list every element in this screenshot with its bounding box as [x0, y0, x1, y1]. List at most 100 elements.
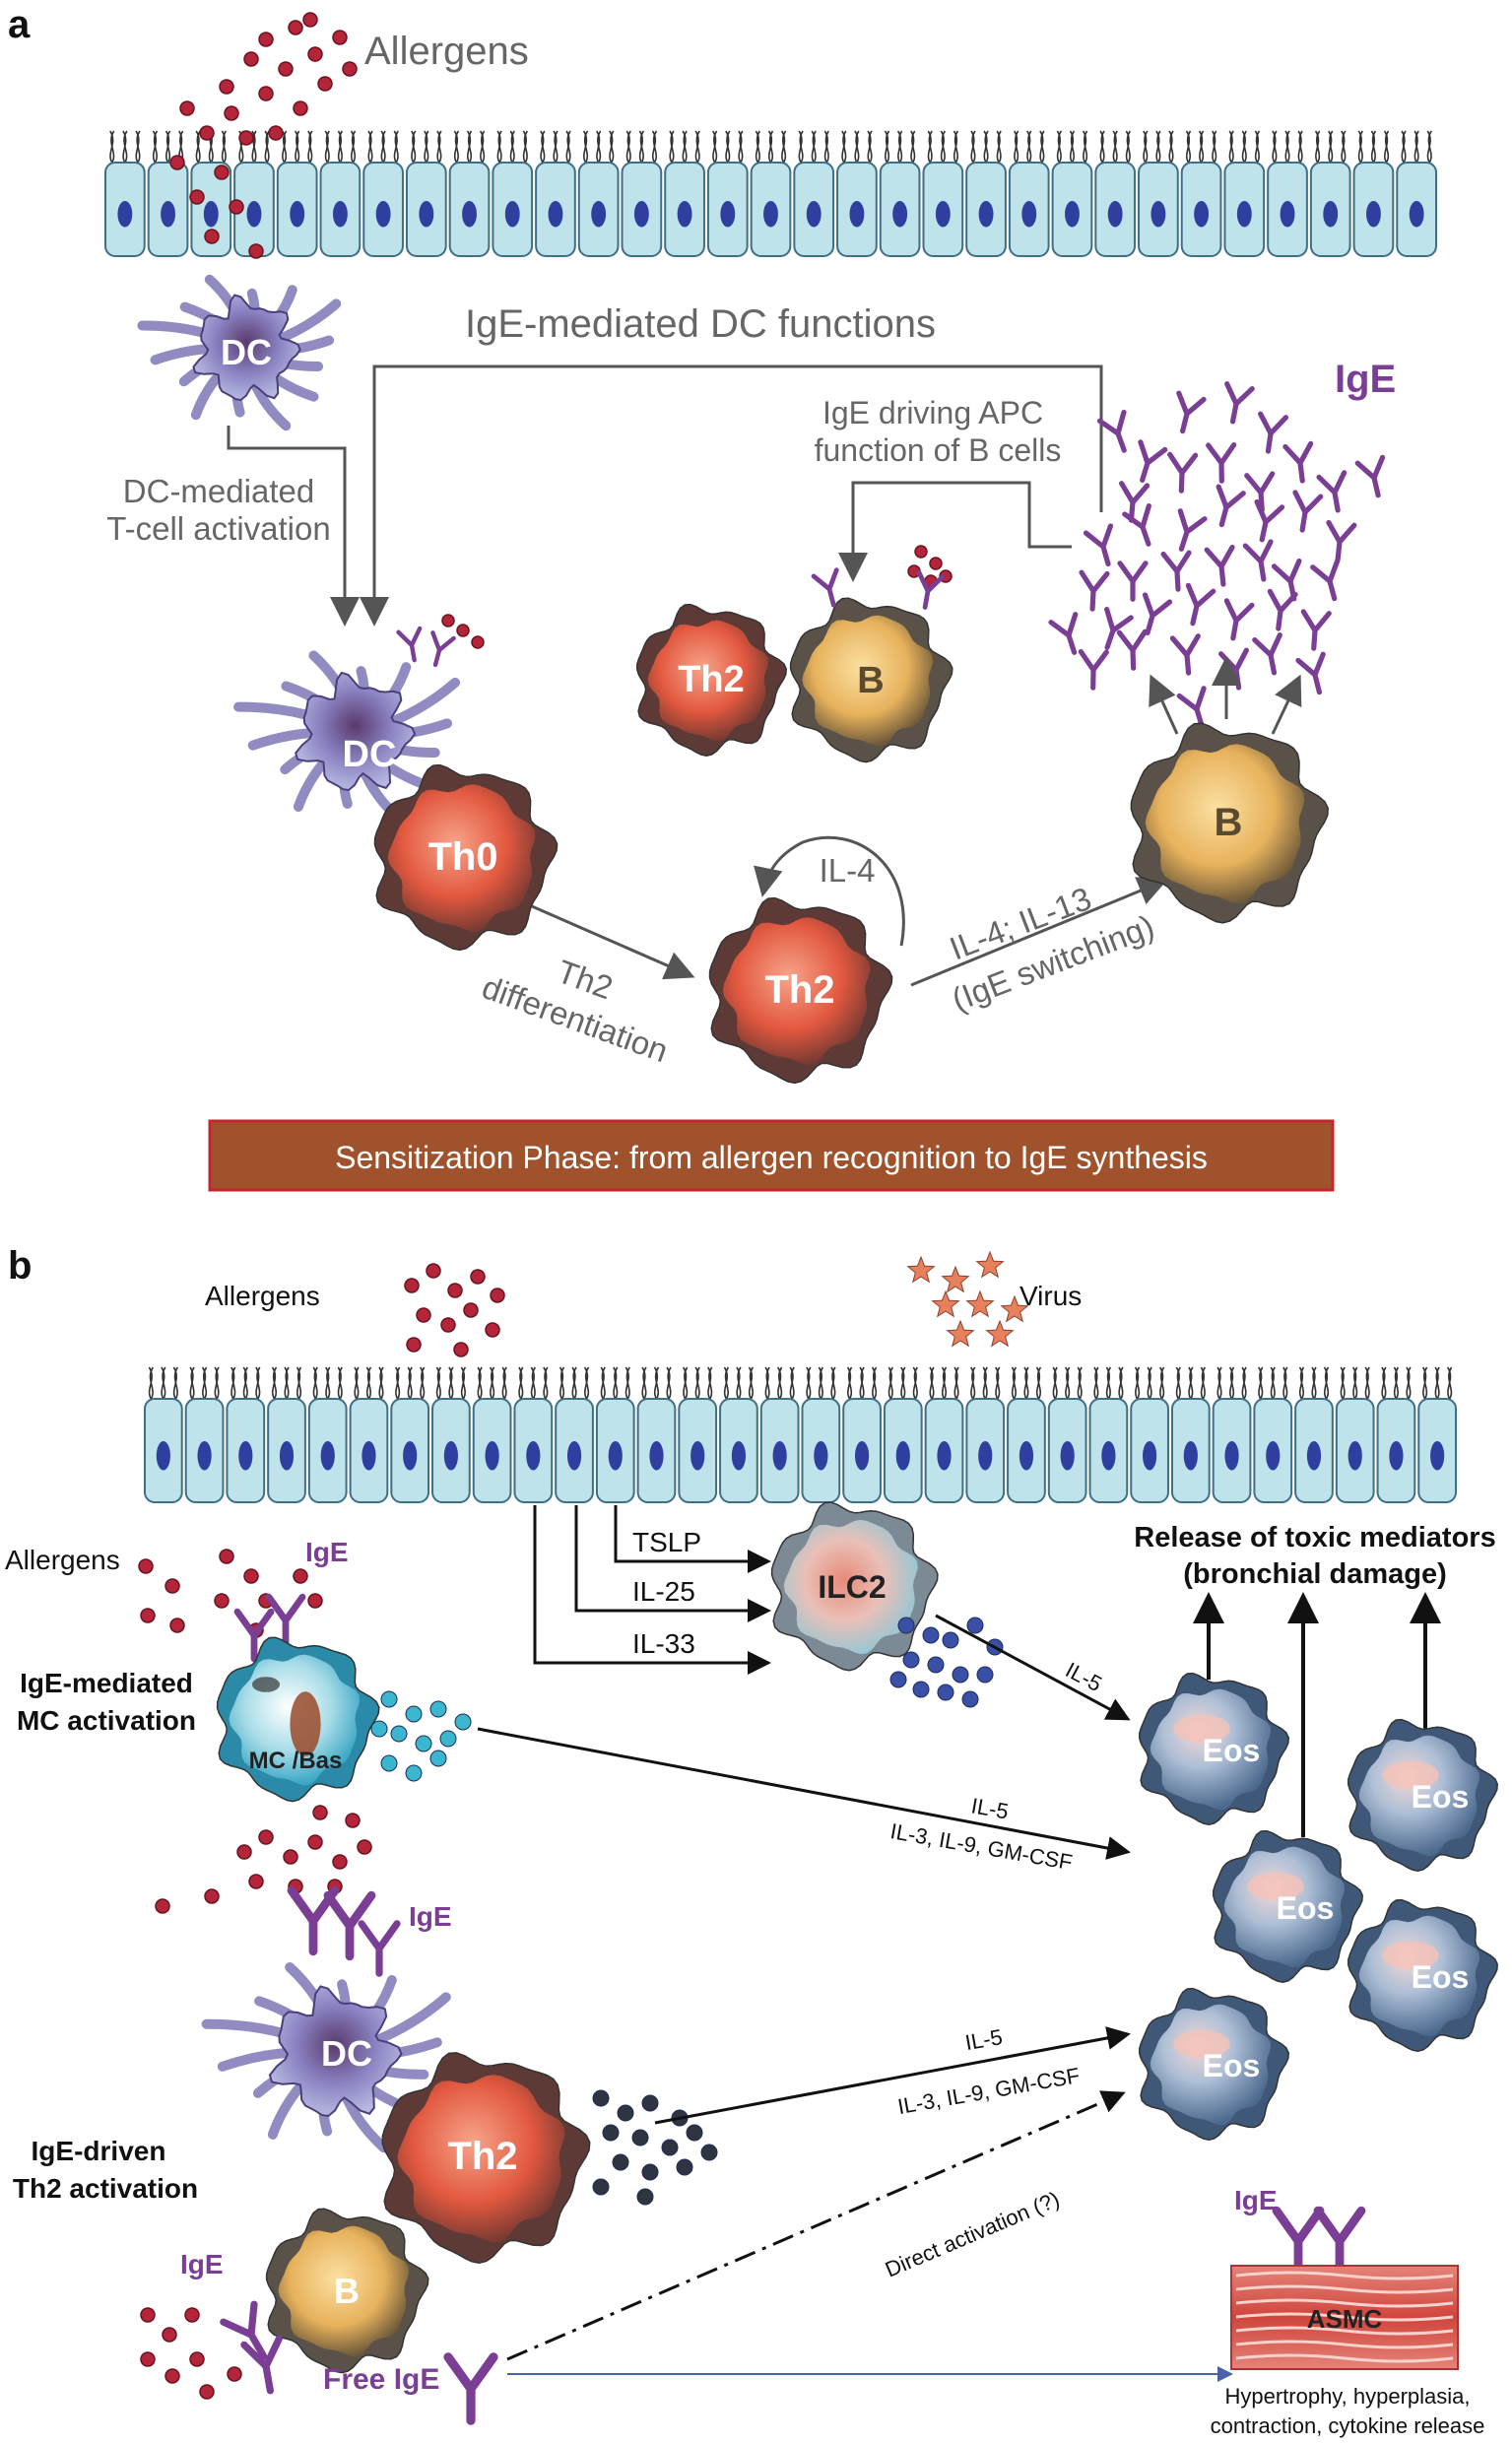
ige-on-b-cell-b	[220, 2300, 283, 2395]
b-cell-right	[1130, 722, 1329, 924]
allergens-label-b-top: Allergens	[205, 1281, 320, 1311]
direct-activation-arrow	[506, 2090, 1126, 2361]
ige-on-mc	[233, 1593, 306, 1663]
il4-label: IL-4	[820, 852, 876, 889]
allergen-particles-dc	[155, 1805, 372, 1914]
dc-cell-b	[201, 1962, 451, 2153]
epithelium-a	[104, 162, 1437, 257]
th2-label-b: Th2	[447, 2135, 517, 2178]
eos-label-2: Eos	[1412, 1779, 1470, 1815]
il4-loop-arrow	[754, 835, 905, 947]
ige-dc-functions-label: IgE-mediated DC functions	[465, 302, 936, 346]
release-line2: (bronchial damage)	[1183, 1558, 1447, 1590]
cilia-layer-b	[148, 1366, 1453, 1400]
ilc2-il5-arrow	[935, 1614, 1131, 1721]
ige-dc-functions-arrow	[360, 364, 1103, 627]
eos-label-5: Eos	[1203, 2048, 1261, 2083]
cilia-layer-a	[109, 130, 1432, 164]
tslp-arrow	[614, 1505, 771, 1573]
allergen-particles-b-cell	[140, 2307, 242, 2400]
allergen-particles-mc	[138, 1549, 323, 1638]
th2-left-label: Th2	[678, 659, 745, 700]
il33-arrow	[533, 1505, 771, 1675]
th2-cytokine-arrow	[654, 2026, 1131, 2125]
allergen-particles-b-top	[404, 1263, 505, 1357]
tslp-label: TSLP	[632, 1527, 701, 1557]
eos-label-4: Eos	[1412, 1959, 1470, 1995]
mc-activation-line2: MC activation	[17, 1705, 196, 1736]
il25-arrow	[574, 1505, 771, 1622]
ige-driving-arrow	[838, 481, 1072, 582]
dc-mid-label: DC	[343, 734, 397, 775]
th2-cytokine-granules	[592, 2089, 718, 2206]
mc-cytokine-arrow	[477, 1727, 1131, 1860]
th2-cell-b	[381, 2052, 591, 2264]
dc-mediated-line2: T-cell activation	[106, 510, 330, 547]
mc-granules	[370, 1690, 472, 1782]
ige-on-asmc	[1272, 2206, 1366, 2277]
ige-on-b-cell	[396, 545, 953, 668]
free-ige-antibody	[443, 2352, 498, 2425]
b-left-label: B	[857, 660, 884, 701]
ilc2-cell	[770, 1501, 939, 1672]
th0-label: Th0	[427, 835, 497, 879]
th2-activation-line2: Th2 activation	[13, 2173, 198, 2204]
eos-label-1: Eos	[1203, 1733, 1261, 1768]
asmc-effects-line1: Hypertrophy, hyperplasia,	[1224, 2384, 1470, 2409]
panel-a-letter: a	[8, 3, 31, 46]
mc-activation-line1: IgE-mediated	[20, 1668, 193, 1698]
ige-mc-label: IgE	[305, 1537, 349, 1567]
b-secretion-arrow-3	[1271, 674, 1302, 735]
eos-cell-4	[1348, 1898, 1498, 2052]
th0-cell	[373, 763, 559, 952]
mc-bas-cell	[216, 1636, 380, 1803]
allergens-label-a: Allergens	[364, 30, 529, 73]
il5-ilc2-label: IL-5	[1062, 1657, 1106, 1696]
ige-switching-arrow	[910, 877, 1168, 987]
ige-b-label: IgE	[180, 2249, 224, 2279]
direct-activation-label: Direct activation (?)	[882, 2187, 1063, 2282]
panel-a: a Allergens DC IgE-mediated DC functions…	[8, 3, 1437, 1192]
il25-label: IL-25	[632, 1576, 695, 1607]
th2-activation-line1: IgE-driven	[32, 2136, 166, 2166]
panel-b: b Allergens Virus TSLP IL-25 IL-33 ILC2 …	[5, 1244, 1498, 2438]
dc-mid	[233, 650, 461, 825]
dc-top	[137, 274, 342, 431]
free-ige-label: Free IgE	[323, 2363, 439, 2396]
asmc-label: ASMC	[1307, 2304, 1383, 2334]
ige-asmc-label: IgE	[1234, 2185, 1278, 2215]
ige-driving-line1: IgE driving APC	[822, 395, 1043, 430]
dc-mediated-line1: DC-mediated	[123, 473, 314, 509]
b-secretion-arrow-1	[1149, 674, 1179, 735]
il5-mc-label: IL-5	[969, 1793, 1011, 1823]
il3-mc-label: IL-3, IL-9, GM-CSF	[888, 1818, 1075, 1875]
b-cell-b	[265, 2208, 429, 2374]
ilc2-label: ILC2	[818, 1569, 886, 1605]
th2-cell-center	[708, 896, 893, 1085]
sensitization-banner-text: Sensitization Phase: from allergen recog…	[335, 1140, 1208, 1175]
ige-label-a: IgE	[1335, 358, 1396, 401]
ige-on-dc	[287, 1885, 401, 1977]
th2-cell-left	[636, 603, 787, 757]
mc-bas-label: MC /Bas	[249, 1748, 343, 1774]
eos-label-3: Eos	[1277, 1890, 1335, 1926]
epithelium-b	[144, 1398, 1457, 1503]
dc-label-b: DC	[321, 2033, 372, 2074]
b-label-b: B	[334, 2271, 360, 2311]
panel-b-letter: b	[8, 1244, 32, 1288]
allergens-label-b-left: Allergens	[5, 1545, 120, 1575]
virus-particles	[906, 1250, 1029, 1348]
asmc-tissue	[1230, 2265, 1459, 2370]
th2-center-label: Th2	[764, 968, 834, 1012]
eos-cell-2	[1348, 1718, 1498, 1872]
il33-label: IL-33	[632, 1628, 695, 1659]
il5-th2-label: IL-5	[963, 2024, 1005, 2055]
asmc-effects-line2: contraction, cytokine release	[1211, 2413, 1485, 2438]
eos-cell-3	[1213, 1829, 1363, 1983]
ilc2-cytokine-granules	[889, 1617, 1004, 1708]
dc-mediated-arrow	[227, 426, 360, 627]
b-right-label: B	[1215, 801, 1243, 844]
dc-top-label: DC	[221, 332, 272, 372]
th2-diff-arrow	[531, 904, 695, 980]
